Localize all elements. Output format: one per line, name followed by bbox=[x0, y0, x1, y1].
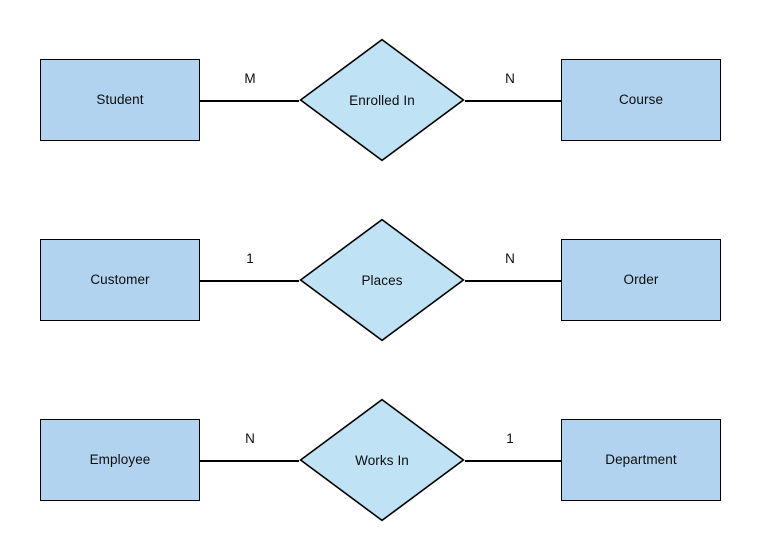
relationship-diamond-enrolled-in[interactable]: Enrolled In bbox=[299, 38, 465, 162]
cardinality-label-right: N bbox=[505, 71, 515, 86]
entity-label: Employee bbox=[89, 452, 151, 468]
entity-box-customer[interactable]: Customer bbox=[40, 239, 200, 321]
connector-line-left bbox=[200, 460, 299, 462]
er-relationship-row: Employee N Works In 1 Department bbox=[0, 380, 761, 560]
connector-line-right bbox=[465, 460, 561, 462]
entity-box-course[interactable]: Course bbox=[561, 59, 721, 141]
entity-box-student[interactable]: Student bbox=[40, 59, 200, 141]
cardinality-label-right: 1 bbox=[506, 431, 514, 446]
connector-line-left bbox=[200, 280, 299, 282]
relationship-diamond-places[interactable]: Places bbox=[299, 218, 465, 342]
cardinality-label-left: 1 bbox=[246, 251, 254, 266]
connector-line-right bbox=[465, 280, 561, 282]
cardinality-label-left: N bbox=[245, 431, 255, 446]
cardinality-label-left: M bbox=[244, 71, 256, 86]
connector-line-right bbox=[465, 100, 561, 102]
connector-line-left bbox=[200, 100, 299, 102]
entity-label: Customer bbox=[90, 272, 150, 288]
cardinality-label-right: N bbox=[505, 251, 515, 266]
entity-box-employee[interactable]: Employee bbox=[40, 419, 200, 501]
er-relationship-row: Student M Enrolled In N Course bbox=[0, 20, 761, 200]
entity-label: Department bbox=[605, 452, 677, 468]
er-relationship-row: Customer 1 Places N Order bbox=[0, 200, 761, 380]
entity-box-department[interactable]: Department bbox=[561, 419, 721, 501]
entity-label: Course bbox=[618, 92, 664, 108]
entity-box-order[interactable]: Order bbox=[561, 239, 721, 321]
entity-label: Order bbox=[623, 272, 659, 288]
entity-label: Student bbox=[96, 92, 144, 108]
relationship-diamond-works-in[interactable]: Works In bbox=[299, 398, 465, 522]
